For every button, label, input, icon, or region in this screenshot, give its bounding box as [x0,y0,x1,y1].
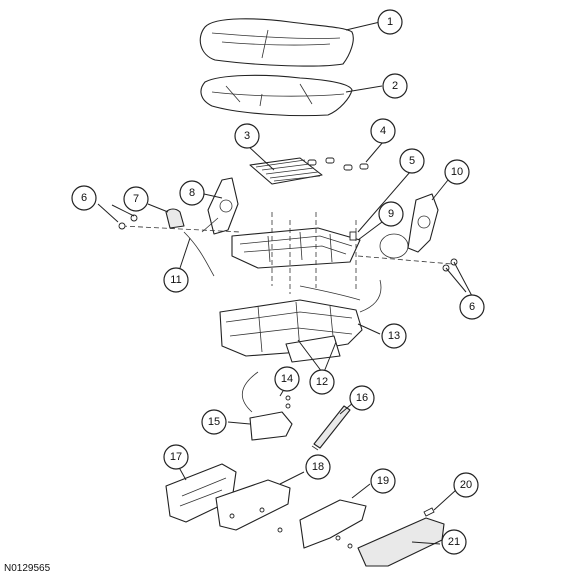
seat-cushion-cover [199,18,354,67]
callout-17: 17 [163,444,189,470]
callout-3: 3 [234,123,260,149]
svg-text:7: 7 [133,193,139,205]
recliner-cable [183,231,215,277]
callout-15: 15 [201,409,227,435]
callout-7: 7 [123,186,149,212]
callout-12: 12 [309,369,335,395]
svg-text:1: 1 [387,16,393,28]
callout-20: 20 [453,472,479,498]
callout-13: 13 [381,323,407,349]
callout-6-left: 6 [71,185,97,211]
left-recliner-mechanism [201,177,239,235]
svg-text:11: 11 [170,274,181,286]
callout-21: 21 [441,529,467,555]
frame-retaining-clip [349,231,357,241]
figure-id-label: N0129565 [4,563,51,574]
svg-text:3: 3 [244,130,250,142]
fastener-lines [271,212,357,294]
svg-text:13: 13 [388,330,400,342]
svg-text:2: 2 [392,80,398,92]
callout-16: 16 [349,385,375,411]
callout-6-right: 6 [459,294,485,320]
svg-text:20: 20 [460,479,472,491]
svg-text:14: 14 [281,373,293,385]
svg-text:8: 8 [189,187,195,199]
callout-19: 19 [370,468,396,494]
callout-11: 11 [163,267,189,293]
recliner-handle [165,208,185,229]
svg-text:17: 17 [170,451,182,463]
trim-support-bracket [215,479,291,533]
callout-4: 4 [370,118,396,144]
callout-14: 14 [274,366,300,392]
svg-text:21: 21 [448,536,460,548]
svg-text:5: 5 [409,155,415,167]
inner-trim-panel [357,517,445,567]
svg-text:10: 10 [451,166,463,178]
right-recliner-mechanism [407,193,439,253]
svg-text:12: 12 [316,376,328,388]
callout-18: 18 [305,454,331,480]
suspension-clips [307,157,369,171]
seat-cushion-pad [200,74,353,117]
trim-screw [423,507,435,517]
seat-actuator-rod [311,405,351,451]
callout-1: 1 [377,9,403,35]
seat-track-assembly [219,279,382,363]
svg-text:6: 6 [469,301,475,313]
svg-text:4: 4 [380,125,386,137]
svg-text:6: 6 [81,192,87,204]
inner-trim-bracket [299,499,367,549]
callout-10: 10 [444,159,470,185]
callout-2: 2 [382,73,408,99]
seat-adjuster-motor [241,371,293,441]
svg-text:15: 15 [208,416,220,428]
svg-text:18: 18 [312,461,324,473]
callout-5: 5 [399,148,425,174]
svg-text:16: 16 [356,392,368,404]
svg-text:9: 9 [388,208,394,220]
svg-text:19: 19 [377,475,389,487]
callout-9: 9 [378,201,404,227]
seat-frame [231,227,409,269]
callout-8: 8 [179,180,205,206]
callout-leader-lines [97,21,473,545]
recliner-pivot-axis [118,214,458,272]
